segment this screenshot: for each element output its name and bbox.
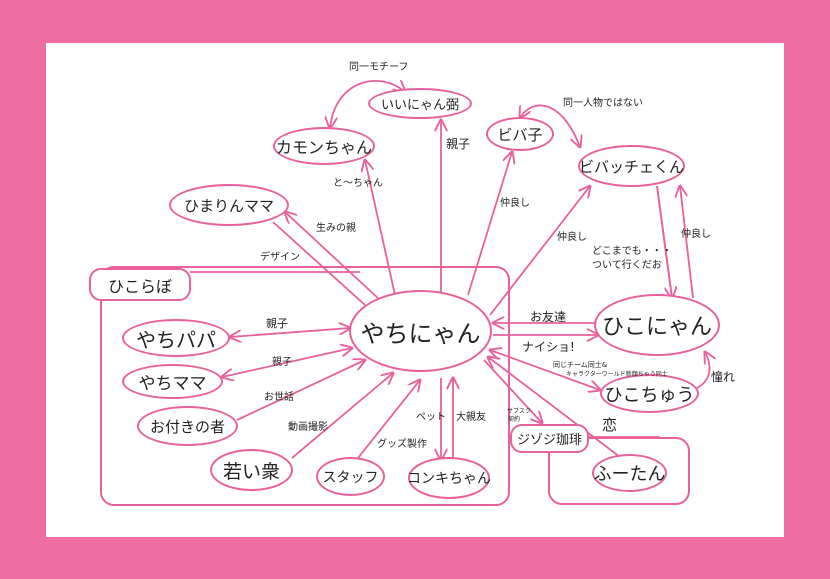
jizoji-group xyxy=(548,437,690,505)
node-iinyan[interactable]: いいにゃん弼 xyxy=(368,88,472,119)
label-not-same-person: 同一人物ではない xyxy=(563,98,643,109)
node-jizoji[interactable]: ジゾジ珈琲 xyxy=(510,424,589,453)
node-wakaishu[interactable]: 若い衆 xyxy=(210,449,293,491)
label-tochan: と〜ちゃん xyxy=(333,178,383,189)
edge-wakaishu xyxy=(291,373,393,459)
label-oyako-papa: 親子 xyxy=(266,317,288,330)
node-hikolab[interactable]: ひこらぼ xyxy=(89,268,191,301)
node-konki[interactable]: コンキちゃん xyxy=(407,457,491,499)
node-otsuki[interactable]: お付きの者 xyxy=(137,406,238,446)
edge-otsuki xyxy=(236,360,365,421)
edge-himarin-design xyxy=(272,221,366,306)
label-subscription-1: サブスク xyxy=(507,408,532,415)
node-staff[interactable]: スタッフ xyxy=(316,457,385,496)
edge-jizoji xyxy=(483,359,542,423)
label-same-team-2: キャラクターワールド新顔ちゃう同士 xyxy=(566,371,668,378)
node-himarin[interactable]: ひまりんママ xyxy=(169,184,289,226)
edge-akogare xyxy=(696,352,710,389)
label-nakayoshi-hikonyan: 仲良し xyxy=(681,229,711,240)
edge-yachimama xyxy=(222,348,352,377)
edge-not-same-person xyxy=(520,104,580,147)
label-follow-2: ついて行くだお xyxy=(592,260,662,271)
node-hikochu[interactable]: ひこちゅう xyxy=(600,374,699,413)
label-oyako-iinyan: 親子 xyxy=(446,137,471,151)
label-same-motif: 同一モチーフ xyxy=(349,62,409,73)
label-umi-no-oya: 生みの親 xyxy=(316,223,356,234)
edge-hikonyan-bibacche-2 xyxy=(680,186,694,299)
node-hikonyan[interactable]: ひこにゃん xyxy=(594,294,720,356)
label-subscription-2: 契約 xyxy=(508,416,521,423)
edge-kamon xyxy=(365,160,396,296)
label-douga: 動画撮影 xyxy=(288,422,328,433)
edge-himarin-umi xyxy=(285,212,381,301)
label-osewa: お世話 xyxy=(264,392,294,403)
label-nakayoshi-bibako: 仲良し xyxy=(500,198,530,209)
edge-hikonyan-follow xyxy=(656,185,672,298)
node-yachipapa[interactable]: やちパパ xyxy=(122,319,230,357)
node-bibacche[interactable]: ビバッチェくん xyxy=(578,145,685,187)
edge-futan xyxy=(488,357,621,458)
label-shinyu: 大親友 xyxy=(456,412,486,423)
edge-same-motif xyxy=(330,81,405,128)
node-yachinyan[interactable]: やちにゃん xyxy=(349,290,492,372)
node-bibako[interactable]: ビバ子 xyxy=(486,117,554,151)
label-koi: 恋 xyxy=(602,416,618,434)
edge-bibako xyxy=(467,152,512,296)
label-naisho: ナイショ! xyxy=(522,340,575,354)
node-futan[interactable]: ふーたん xyxy=(592,454,667,492)
label-follow-1: どこまでも・・・ xyxy=(592,246,672,257)
edge-bibacche xyxy=(489,186,590,316)
label-pet: ペット xyxy=(416,412,446,423)
label-akogare: 憧れ xyxy=(711,370,736,384)
node-kamon[interactable]: カモンちゃん xyxy=(273,127,375,165)
edge-staff xyxy=(357,380,420,459)
label-design: デザイン xyxy=(260,252,300,263)
label-goods: グッズ製作 xyxy=(377,439,427,450)
node-yachimama[interactable]: やちママ xyxy=(122,364,223,399)
label-otomodachi: お友達 xyxy=(530,310,567,324)
label-same-team-1: 同じチーム同士& xyxy=(553,361,608,369)
hikolab-group xyxy=(100,266,510,506)
label-oyako-mama: 親子 xyxy=(272,357,292,368)
label-nakayoshi-bibacche: 仲良し xyxy=(557,232,587,243)
edge-yachipapa xyxy=(230,328,350,337)
